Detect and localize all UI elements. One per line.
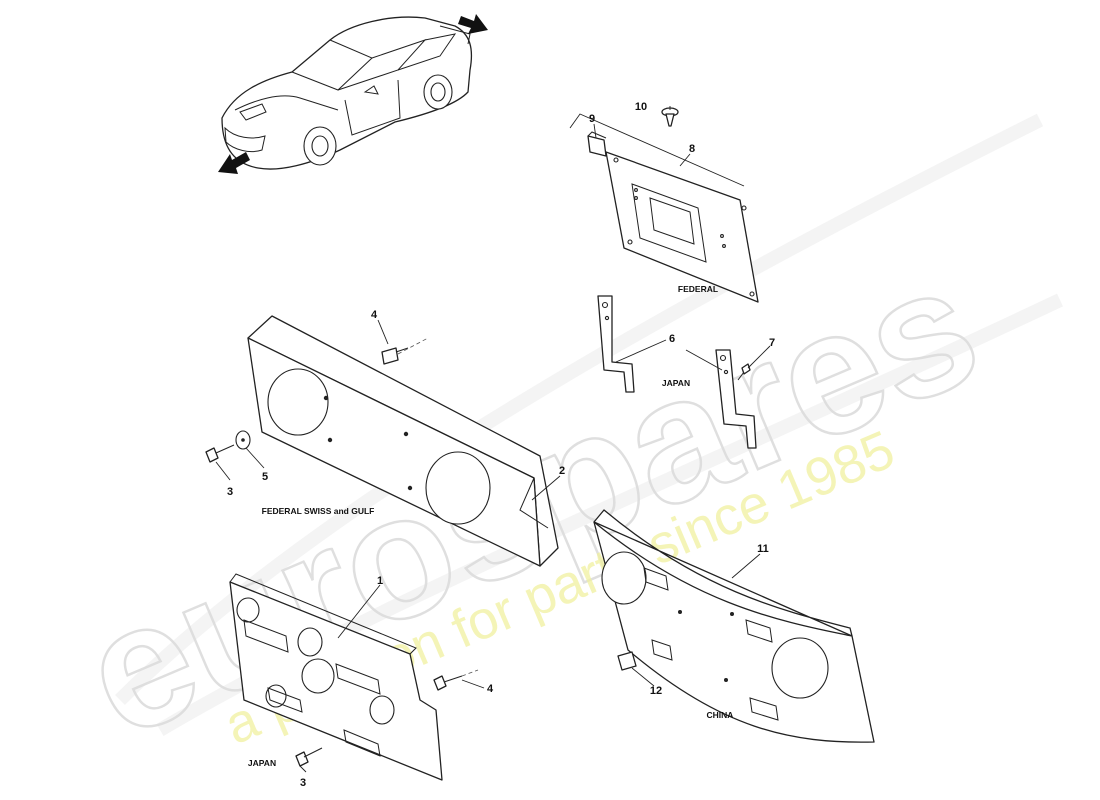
car-grille	[224, 126, 266, 153]
callout-2: 2	[559, 465, 565, 477]
callout-9: 9	[589, 113, 595, 125]
callout-12: 12	[650, 685, 662, 697]
callout-5: 5	[262, 471, 268, 483]
screw-axis-line	[397, 337, 429, 355]
watermark: eurospares a passion for parts since 198…	[57, 113, 1063, 776]
car-side-window	[397, 33, 457, 71]
plinth-screw-left	[205, 444, 235, 463]
japan-bracket-left	[597, 295, 635, 393]
callout-11: 11	[757, 543, 769, 555]
callout-1: 1	[377, 575, 383, 587]
screw-axis-line-2	[461, 669, 479, 677]
plate-outline-guide	[569, 113, 745, 187]
car-rear-wheel-hub	[430, 82, 446, 102]
federal-swiss-gulf-plinth	[247, 315, 559, 567]
china-plinth	[593, 509, 875, 743]
bracket-screw	[737, 363, 751, 381]
car-windscreen	[291, 39, 373, 91]
car-front-wheel-hub	[311, 135, 329, 157]
leader-lines	[215, 106, 771, 773]
callout-7: 7	[769, 337, 775, 349]
car-door	[344, 79, 401, 136]
car-mirror	[363, 85, 379, 95]
watermark-swoosh	[115, 113, 1044, 705]
label-japan-brackets: JAPAN	[662, 378, 690, 388]
car-bonnet-line	[234, 95, 339, 111]
push-rivet	[661, 107, 679, 127]
callout-4-top: 4	[371, 309, 378, 321]
japan-plinth	[229, 573, 443, 781]
vehicle-locator-car	[221, 16, 473, 170]
label-china: CHINA	[707, 710, 734, 720]
clip-nut	[587, 131, 607, 157]
front-location-arrow	[218, 152, 250, 174]
japan-plinth-screw-bottom	[295, 747, 323, 767]
japan-bracket-right	[715, 349, 757, 449]
label-japan-plinth: JAPAN	[248, 758, 276, 768]
callout-8: 8	[689, 143, 695, 155]
car-roof	[337, 38, 427, 91]
china-clip	[617, 651, 637, 671]
callout-6: 6	[669, 333, 675, 345]
callout-3-left: 3	[227, 486, 233, 498]
rear-location-arrow	[458, 14, 488, 34]
plinth-screw-top	[381, 347, 409, 365]
federal-mounting-plate	[605, 151, 759, 303]
callout-3-bottom: 3	[300, 777, 306, 789]
japan-plinth-screw-right	[433, 675, 463, 691]
car-body	[221, 16, 473, 170]
car-rear-spoiler	[439, 25, 471, 45]
callout-4-right: 4	[487, 683, 494, 695]
label-federal: FEDERAL	[678, 284, 718, 294]
callout-10: 10	[635, 101, 647, 113]
label-federal-swiss-gulf: FEDERAL SWISS and GULF	[262, 506, 375, 516]
car-headlight	[239, 103, 267, 121]
washer	[235, 430, 251, 450]
